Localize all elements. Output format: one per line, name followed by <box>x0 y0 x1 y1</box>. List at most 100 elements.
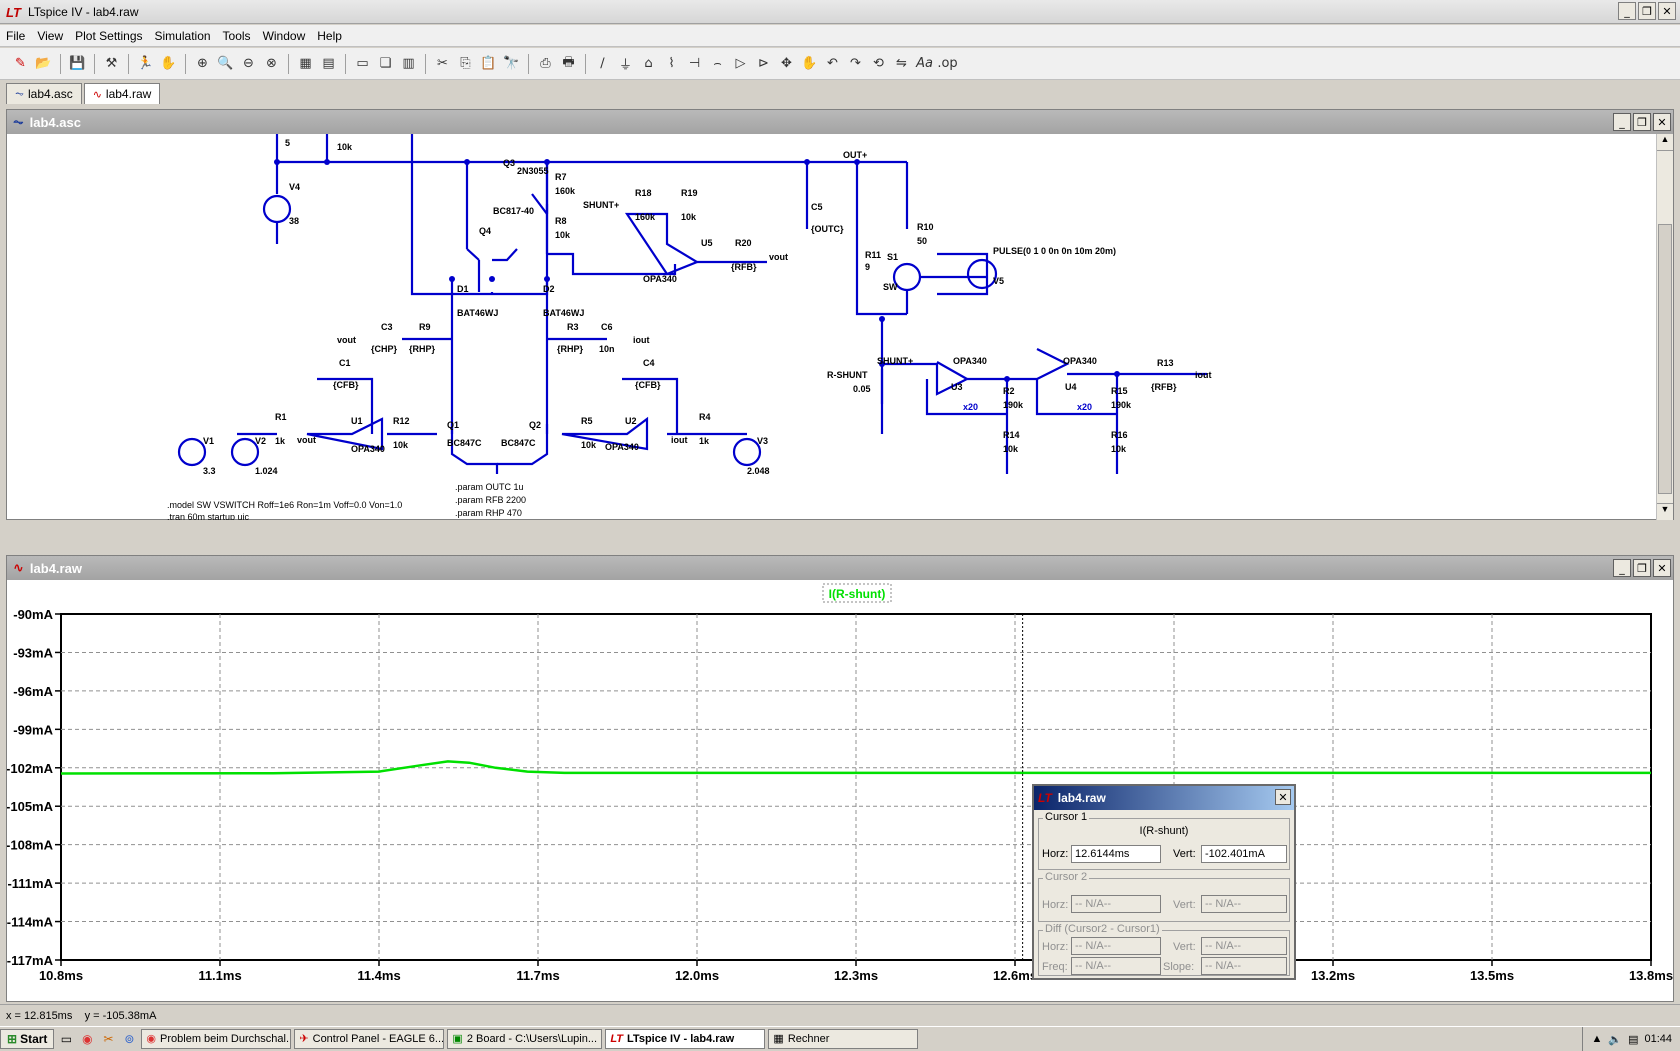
cursor1-vert-field[interactable]: -102.401mA <box>1201 845 1287 863</box>
menu-plot-settings[interactable]: Plot Settings <box>75 28 143 43</box>
redo-icon[interactable]: ↷ <box>850 56 861 71</box>
new-schematic-icon[interactable]: ✎ <box>15 56 26 71</box>
schematic-window-header: ⏦ lab4.asc _ ❐ ✕ <box>7 110 1673 134</box>
network-tray-icon[interactable]: ▤ <box>1628 1033 1639 1046</box>
close-button[interactable]: ✕ <box>1658 2 1676 20</box>
y-tick-label: -99mA <box>13 722 53 737</box>
show-desktop-icon[interactable]: ▭ <box>60 1031 73 1046</box>
wire-icon[interactable]: ∕ <box>600 56 605 71</box>
menu-view[interactable]: View <box>37 28 64 43</box>
label-v2: V2 <box>255 436 266 446</box>
label-v1-val: 3.3 <box>203 466 216 476</box>
waveform-close-button[interactable]: ✕ <box>1653 559 1671 577</box>
tile-vertical-icon[interactable]: ▥ <box>402 56 415 71</box>
spice-directive-icon[interactable]: .op <box>937 56 958 71</box>
save-icon[interactable]: 💾 <box>69 56 86 71</box>
menu-simulation[interactable]: Simulation <box>154 28 211 43</box>
minimize-button[interactable]: _ <box>1618 2 1636 20</box>
task-chrome[interactable]: ◉ Problem beim Durchschal... <box>141 1028 292 1049</box>
start-button[interactable]: ⊞ Start <box>0 1028 55 1049</box>
label-x20-2: x20 <box>1077 402 1092 412</box>
print-icon[interactable]: 🖶 <box>562 54 575 70</box>
cursor-dialog-title: lab4.raw <box>1057 791 1106 805</box>
diode-icon[interactable]: ▷ <box>735 56 746 71</box>
tab-lab4-asc[interactable]: ⏦ lab4.asc <box>6 83 82 104</box>
tray-expand-icon[interactable]: ▲ <box>1591 1033 1603 1045</box>
halt-icon[interactable]: ✋ <box>160 56 177 71</box>
schematic-vertical-scrollbar[interactable]: ▲ ▼ <box>1656 134 1673 520</box>
cursor1-vert-label: Vert: <box>1173 848 1196 860</box>
schematic-minimize-button[interactable]: _ <box>1613 113 1631 131</box>
cursor1-group: Cursor 1 I(R-shunt) Horz: 12.6144ms Vert… <box>1038 811 1290 870</box>
label-r12: R12 <box>393 416 410 426</box>
trace-i-r-shunt[interactable] <box>60 760 1651 775</box>
cursor1-horz-label: Horz: <box>1042 848 1069 860</box>
tile-horizontal-icon[interactable]: ▭ <box>356 56 369 71</box>
label-r18-val: 160k <box>635 212 656 222</box>
label-q3: Q3 <box>503 158 515 168</box>
find-icon[interactable]: 🔭 <box>503 56 520 71</box>
pan-icon[interactable]: 🔍 <box>217 56 234 71</box>
task-eagle[interactable]: ✈ Control Panel - EAGLE 6.... <box>294 1028 445 1049</box>
inductor-icon[interactable]: ⌢ <box>713 56 722 71</box>
tools-icon[interactable]: ✂ <box>103 1031 114 1046</box>
print-setup-icon[interactable]: ⎙ <box>540 56 551 71</box>
waveform-plot[interactable]: -90mA-93mA-96mA-99mA-102mA-105mA-108mA-1… <box>7 580 1673 1002</box>
cursor1-horz-field[interactable]: 12.6144ms <box>1071 845 1161 863</box>
label-r15-val: 190k <box>1111 400 1132 410</box>
drag-icon[interactable]: ✋ <box>801 56 818 71</box>
label-r5: R5 <box>581 416 593 426</box>
schematic-close-button[interactable]: ✕ <box>1653 113 1671 131</box>
menu-file[interactable]: File <box>6 28 26 43</box>
waveform-restore-button[interactable]: ❐ <box>1633 559 1651 577</box>
label-r18: R18 <box>635 188 652 198</box>
label-r11-val: 9 <box>865 262 870 272</box>
tab-lab4-raw[interactable]: ∿ lab4.raw <box>83 83 161 104</box>
menu-window[interactable]: Window <box>262 28 306 43</box>
label-pulse: PULSE(0 1 0 0n 0n 10m 20m) <box>993 246 1116 256</box>
waveform-window-header: ∿ lab4.raw _ ❐ ✕ <box>7 556 1673 580</box>
open-icon[interactable]: 📂 <box>35 56 52 71</box>
undo-icon[interactable]: ↶ <box>827 56 838 71</box>
autorange-icon[interactable]: ▦ <box>299 56 312 71</box>
schematic-restore-button[interactable]: ❐ <box>1633 113 1651 131</box>
waveform-minimize-button[interactable]: _ <box>1613 559 1631 577</box>
paste-icon[interactable]: 📋 <box>480 56 497 71</box>
grid-icon[interactable]: ▤ <box>322 56 335 71</box>
clock: 01:44 <box>1644 1033 1672 1045</box>
label-r3: R3 <box>567 322 579 332</box>
cursor2-horz-field: -- N/A-- <box>1071 895 1161 913</box>
ground-icon[interactable]: ⏚ <box>618 58 632 73</box>
x-tick-label: 13.2ms <box>1311 968 1355 983</box>
label-out-plus: OUT+ <box>843 150 867 160</box>
task-ltspice[interactable]: LT LTspice IV - lab4.raw <box>605 1028 766 1049</box>
mirror-icon[interactable]: ⇋ <box>896 56 907 71</box>
task-board[interactable]: ▣ 2 Board - C:\Users\Lupin... <box>447 1028 603 1049</box>
schematic-canvas[interactable]: 5 10k V4 38 Q3 2N3055 Q4 BC817-40 R7 160… <box>7 134 1655 520</box>
zoom-fit-icon[interactable]: ⊗ <box>266 56 277 71</box>
cut-icon[interactable]: ✂ <box>437 56 448 71</box>
control-panel-icon[interactable]: ⚒ <box>105 56 118 71</box>
rotate-icon[interactable]: ⟲ <box>873 56 884 71</box>
zoom-out-icon[interactable]: ⊖ <box>243 56 254 71</box>
network-icon[interactable]: ⊚ <box>124 1031 135 1046</box>
menu-help[interactable]: Help <box>317 28 342 43</box>
component-icon[interactable]: ⊳ <box>758 56 769 71</box>
label-icon[interactable]: ⌂ <box>644 56 653 71</box>
menu-tools[interactable]: Tools <box>222 28 251 43</box>
copy-icon[interactable]: ⎘ <box>460 56 471 71</box>
capacitor-icon[interactable]: ⊣ <box>688 56 701 71</box>
chrome-icon[interactable]: ◉ <box>82 1031 93 1046</box>
text-icon[interactable]: Aa <box>916 56 933 71</box>
restore-button[interactable]: ❐ <box>1638 2 1656 20</box>
move-icon[interactable]: ✥ <box>781 56 792 71</box>
resistor-icon[interactable]: ⌇ <box>668 56 675 71</box>
cursor-dialog-close-button[interactable]: ✕ <box>1275 789 1291 805</box>
zoom-in-icon[interactable]: ⊕ <box>197 56 208 71</box>
volume-icon[interactable]: 🔈 <box>1608 1033 1623 1046</box>
label-q4: Q4 <box>479 226 491 236</box>
task-rechner[interactable]: ▦ Rechner <box>768 1028 919 1049</box>
trace-label[interactable]: I(R-shunt) <box>829 587 886 601</box>
cascade-icon[interactable]: ❏ <box>379 56 392 71</box>
run-icon[interactable]: 🏃 <box>137 56 154 71</box>
